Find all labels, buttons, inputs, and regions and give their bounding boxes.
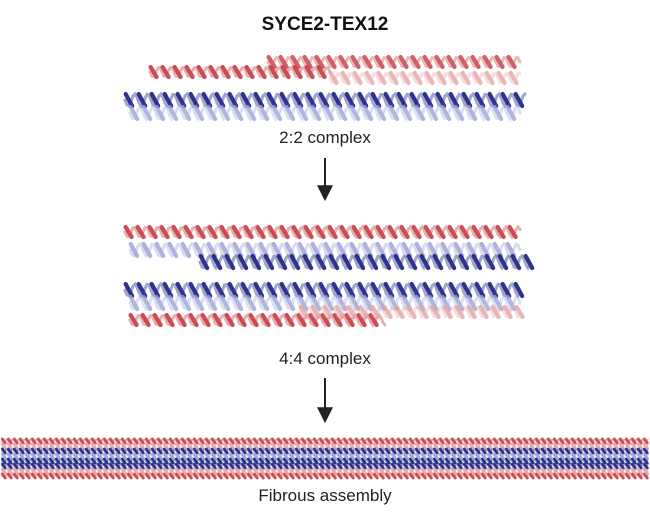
diagram-title: SYCE2-TEX12	[261, 14, 389, 35]
helix-blue-1	[123, 91, 527, 109]
fibre-strand-4	[0, 452, 649, 460]
fibre-strand-7	[0, 467, 649, 475]
label-4-4-complex: 4:4 complex	[279, 349, 371, 368]
fibre-strand-5	[0, 457, 649, 465]
helix-blue-5	[123, 281, 525, 299]
helix-blue-2	[128, 104, 522, 122]
helix-red-2	[266, 54, 522, 70]
complex-4-4-structure	[123, 224, 535, 328]
label-2-2-complex: 2:2 complex	[279, 128, 371, 147]
helix-blue-4	[198, 253, 535, 271]
label-fibrous-assembly: Fibrous assembly	[258, 486, 392, 505]
fibre-strand-8	[0, 472, 649, 480]
complex-2-2-structure	[123, 54, 527, 122]
fibre-strand-2	[0, 442, 649, 450]
fibre-strand-6	[0, 462, 649, 470]
fibre-strand-1	[0, 437, 649, 445]
helix-red-3	[328, 70, 522, 86]
helix-red-4	[123, 224, 522, 240]
helix-red-1	[148, 64, 332, 80]
helix-blue-6	[128, 294, 522, 312]
fibrous-assembly-structure	[0, 437, 649, 480]
helix-red-6	[298, 304, 525, 320]
helix-red-5	[128, 312, 387, 328]
fibre-strand-3	[0, 447, 649, 455]
